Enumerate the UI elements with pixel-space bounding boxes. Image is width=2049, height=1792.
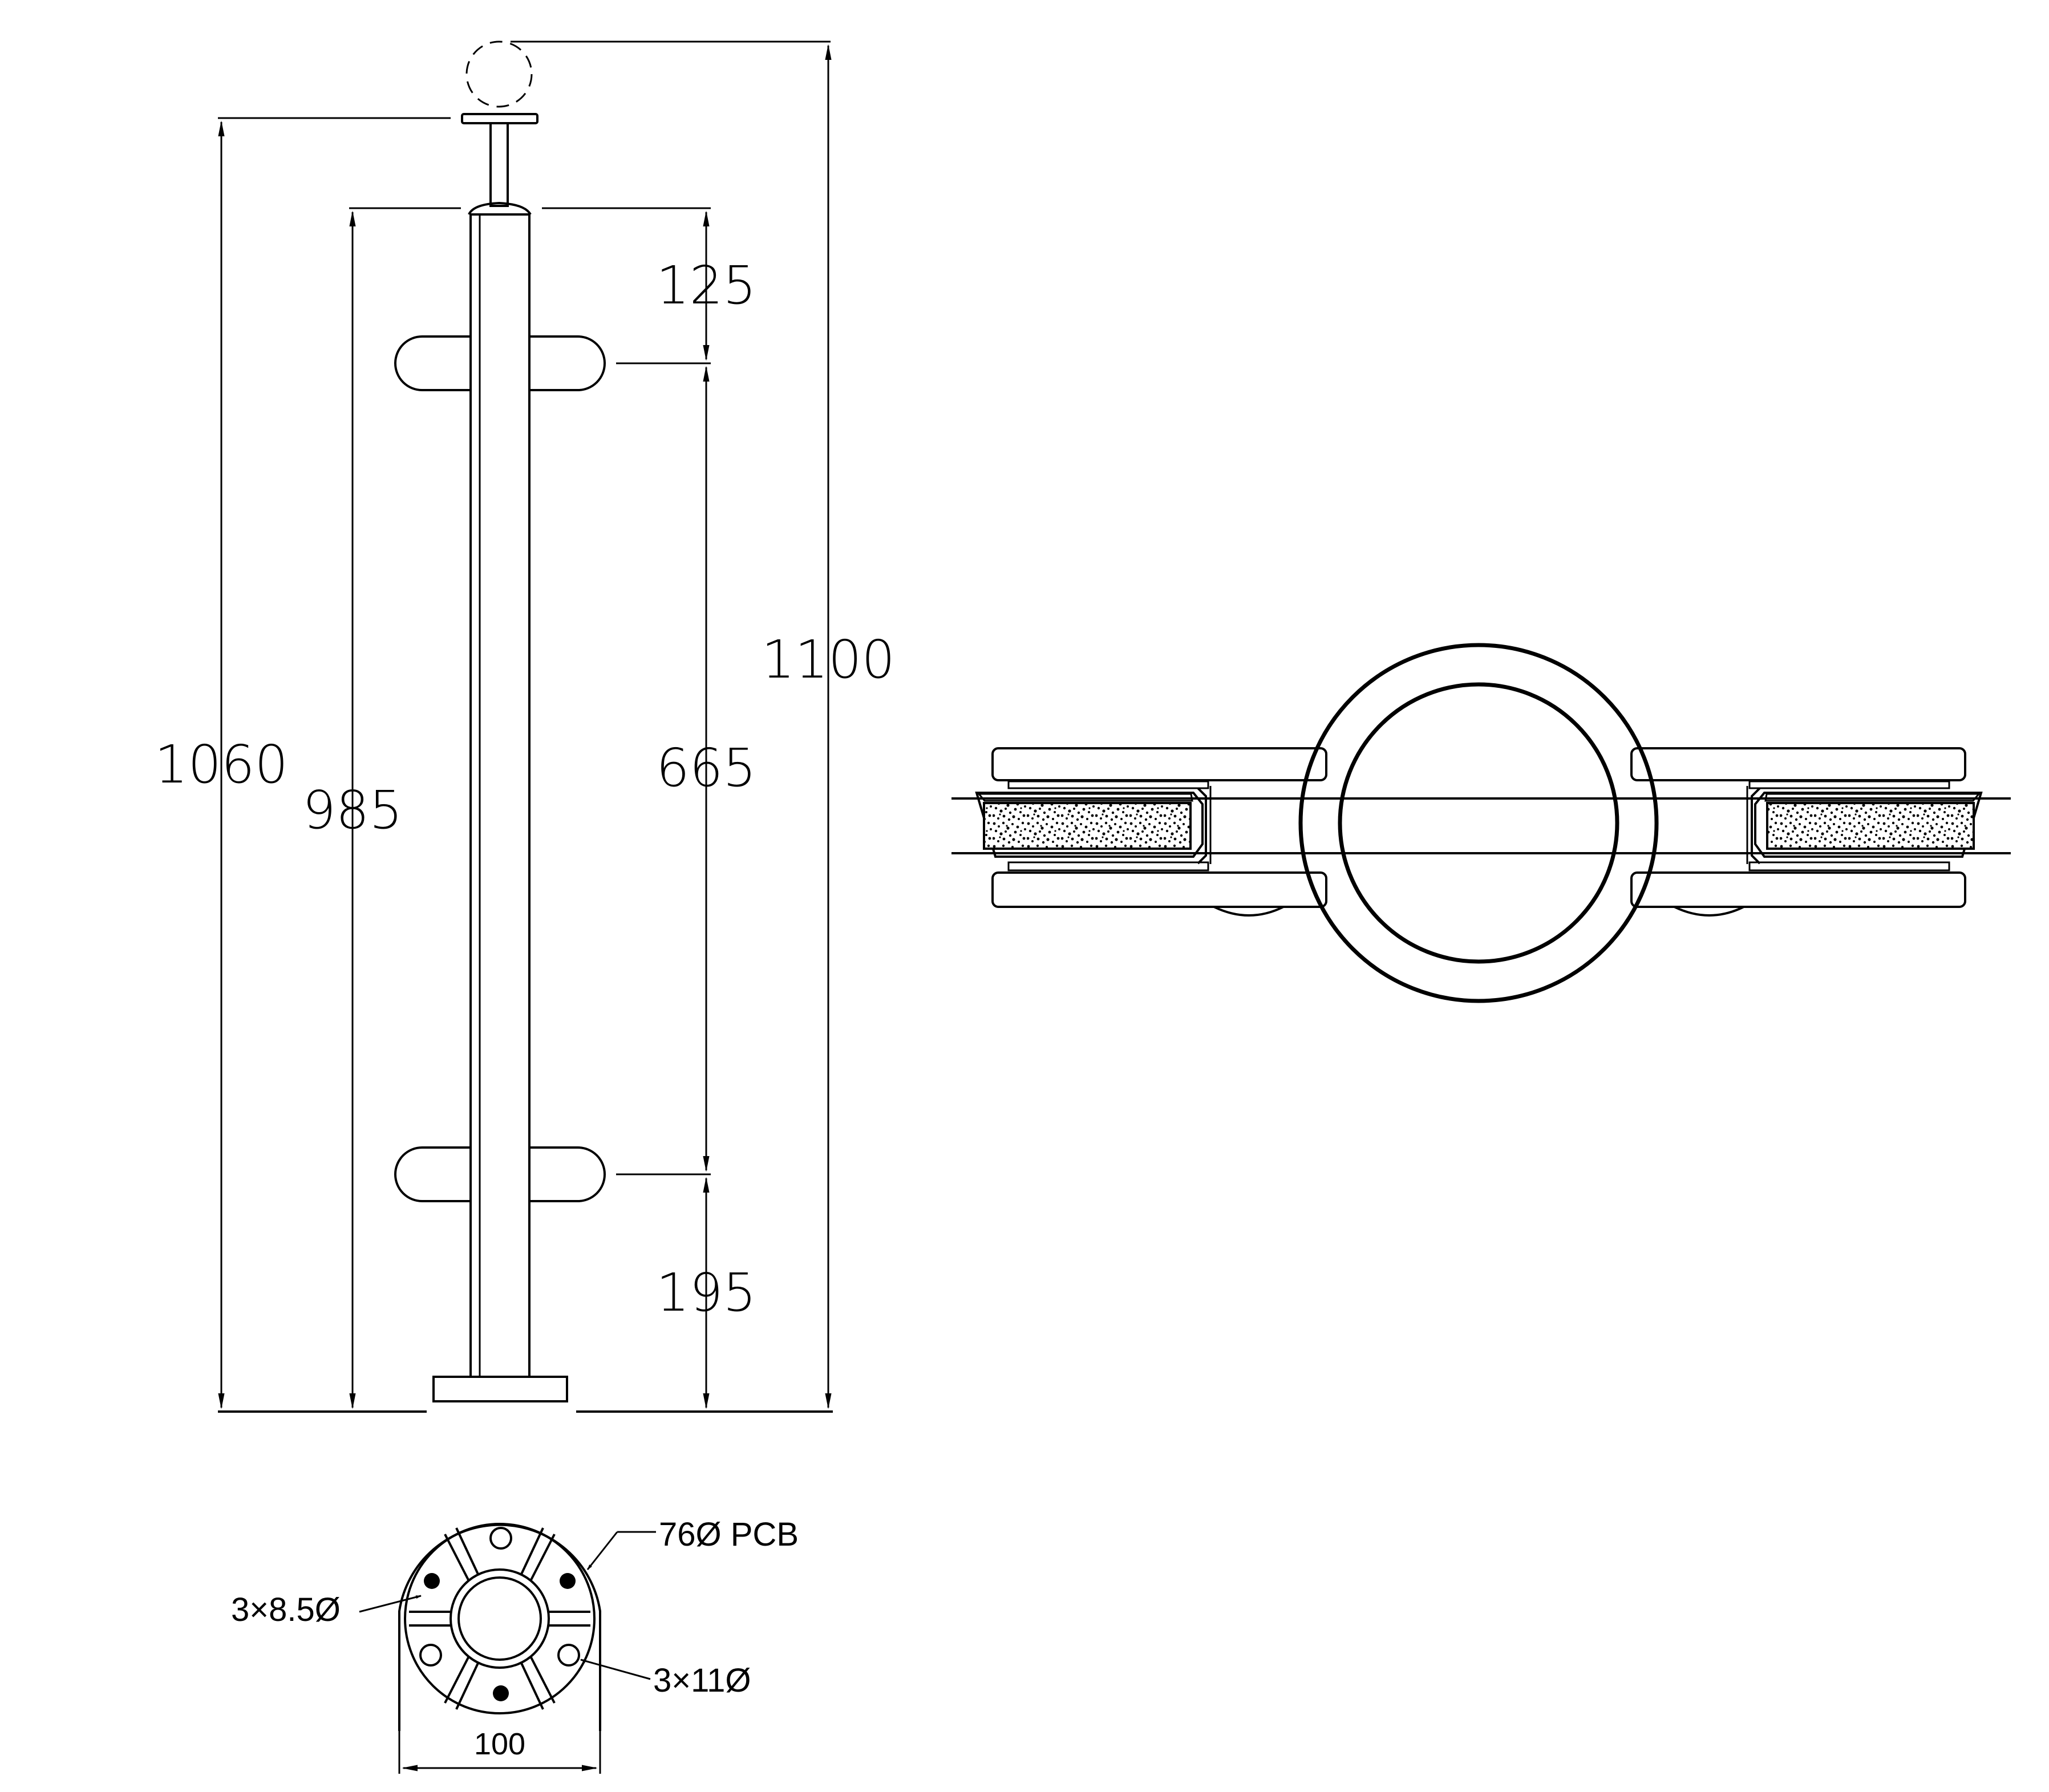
lower-clamp-left	[394, 1146, 471, 1202]
ball-finial	[465, 40, 533, 108]
dim-bottom-clamp-label: 195	[656, 1262, 756, 1323]
bolt-hole-filled	[424, 1573, 440, 1589]
dim-top-clamp-label: 125	[656, 255, 756, 316]
cap-plate	[461, 113, 538, 124]
dim-post-label: 985	[302, 780, 403, 841]
left-clamp-bottom-plate	[991, 871, 1327, 908]
base-flange	[432, 1376, 568, 1402]
right-clamp-foot	[1674, 906, 1744, 917]
bolt-hole-open	[419, 1644, 442, 1667]
base-plate-view: 76Ø PCB 3×8.5Ø 3×11Ø 100	[231, 1516, 799, 1774]
pcd-label: 76Ø PCB	[659, 1516, 799, 1553]
tube-socket-outer	[450, 1568, 550, 1669]
bolt-hole-filled	[560, 1573, 576, 1589]
right-clamp-bottom-plate	[1630, 871, 1966, 908]
left-gasket	[975, 792, 1204, 858]
small-holes-label: 3×8.5Ø	[231, 1591, 341, 1628]
plan-view	[951, 643, 2011, 1003]
upper-clamp-right	[529, 335, 606, 391]
left-clamp-top-plate	[991, 747, 1327, 781]
dim-flange-label: 1060	[155, 734, 288, 795]
right-gasket	[1754, 792, 1983, 858]
base-width-label: 100	[474, 1727, 525, 1761]
dim-overall-label: 1100	[762, 629, 895, 690]
upper-clamp-left	[394, 335, 471, 391]
dim-between-clamps-label: 665	[656, 737, 756, 798]
base-plate-disc	[404, 1523, 596, 1714]
cap-stem	[489, 122, 509, 207]
tube-socket-inner	[457, 1576, 542, 1661]
left-rubber-insert	[983, 802, 1192, 850]
elevation-view: 1100 1060 985 125 665 195	[155, 40, 895, 1413]
bolt-hole-open	[557, 1644, 580, 1667]
left-clamp-foot	[1213, 906, 1284, 917]
post-top	[468, 201, 532, 216]
lower-clamp-right	[529, 1146, 606, 1202]
tube-section-inner	[1338, 682, 1619, 964]
large-holes-label: 3×11Ø	[653, 1662, 751, 1699]
tube-section-outer	[1298, 643, 1659, 1003]
bolt-hole-open	[489, 1527, 512, 1550]
bolt-hole-filled	[493, 1685, 509, 1701]
right-rubber-insert	[1766, 802, 1975, 850]
right-clamp-top-plate	[1630, 747, 1966, 781]
